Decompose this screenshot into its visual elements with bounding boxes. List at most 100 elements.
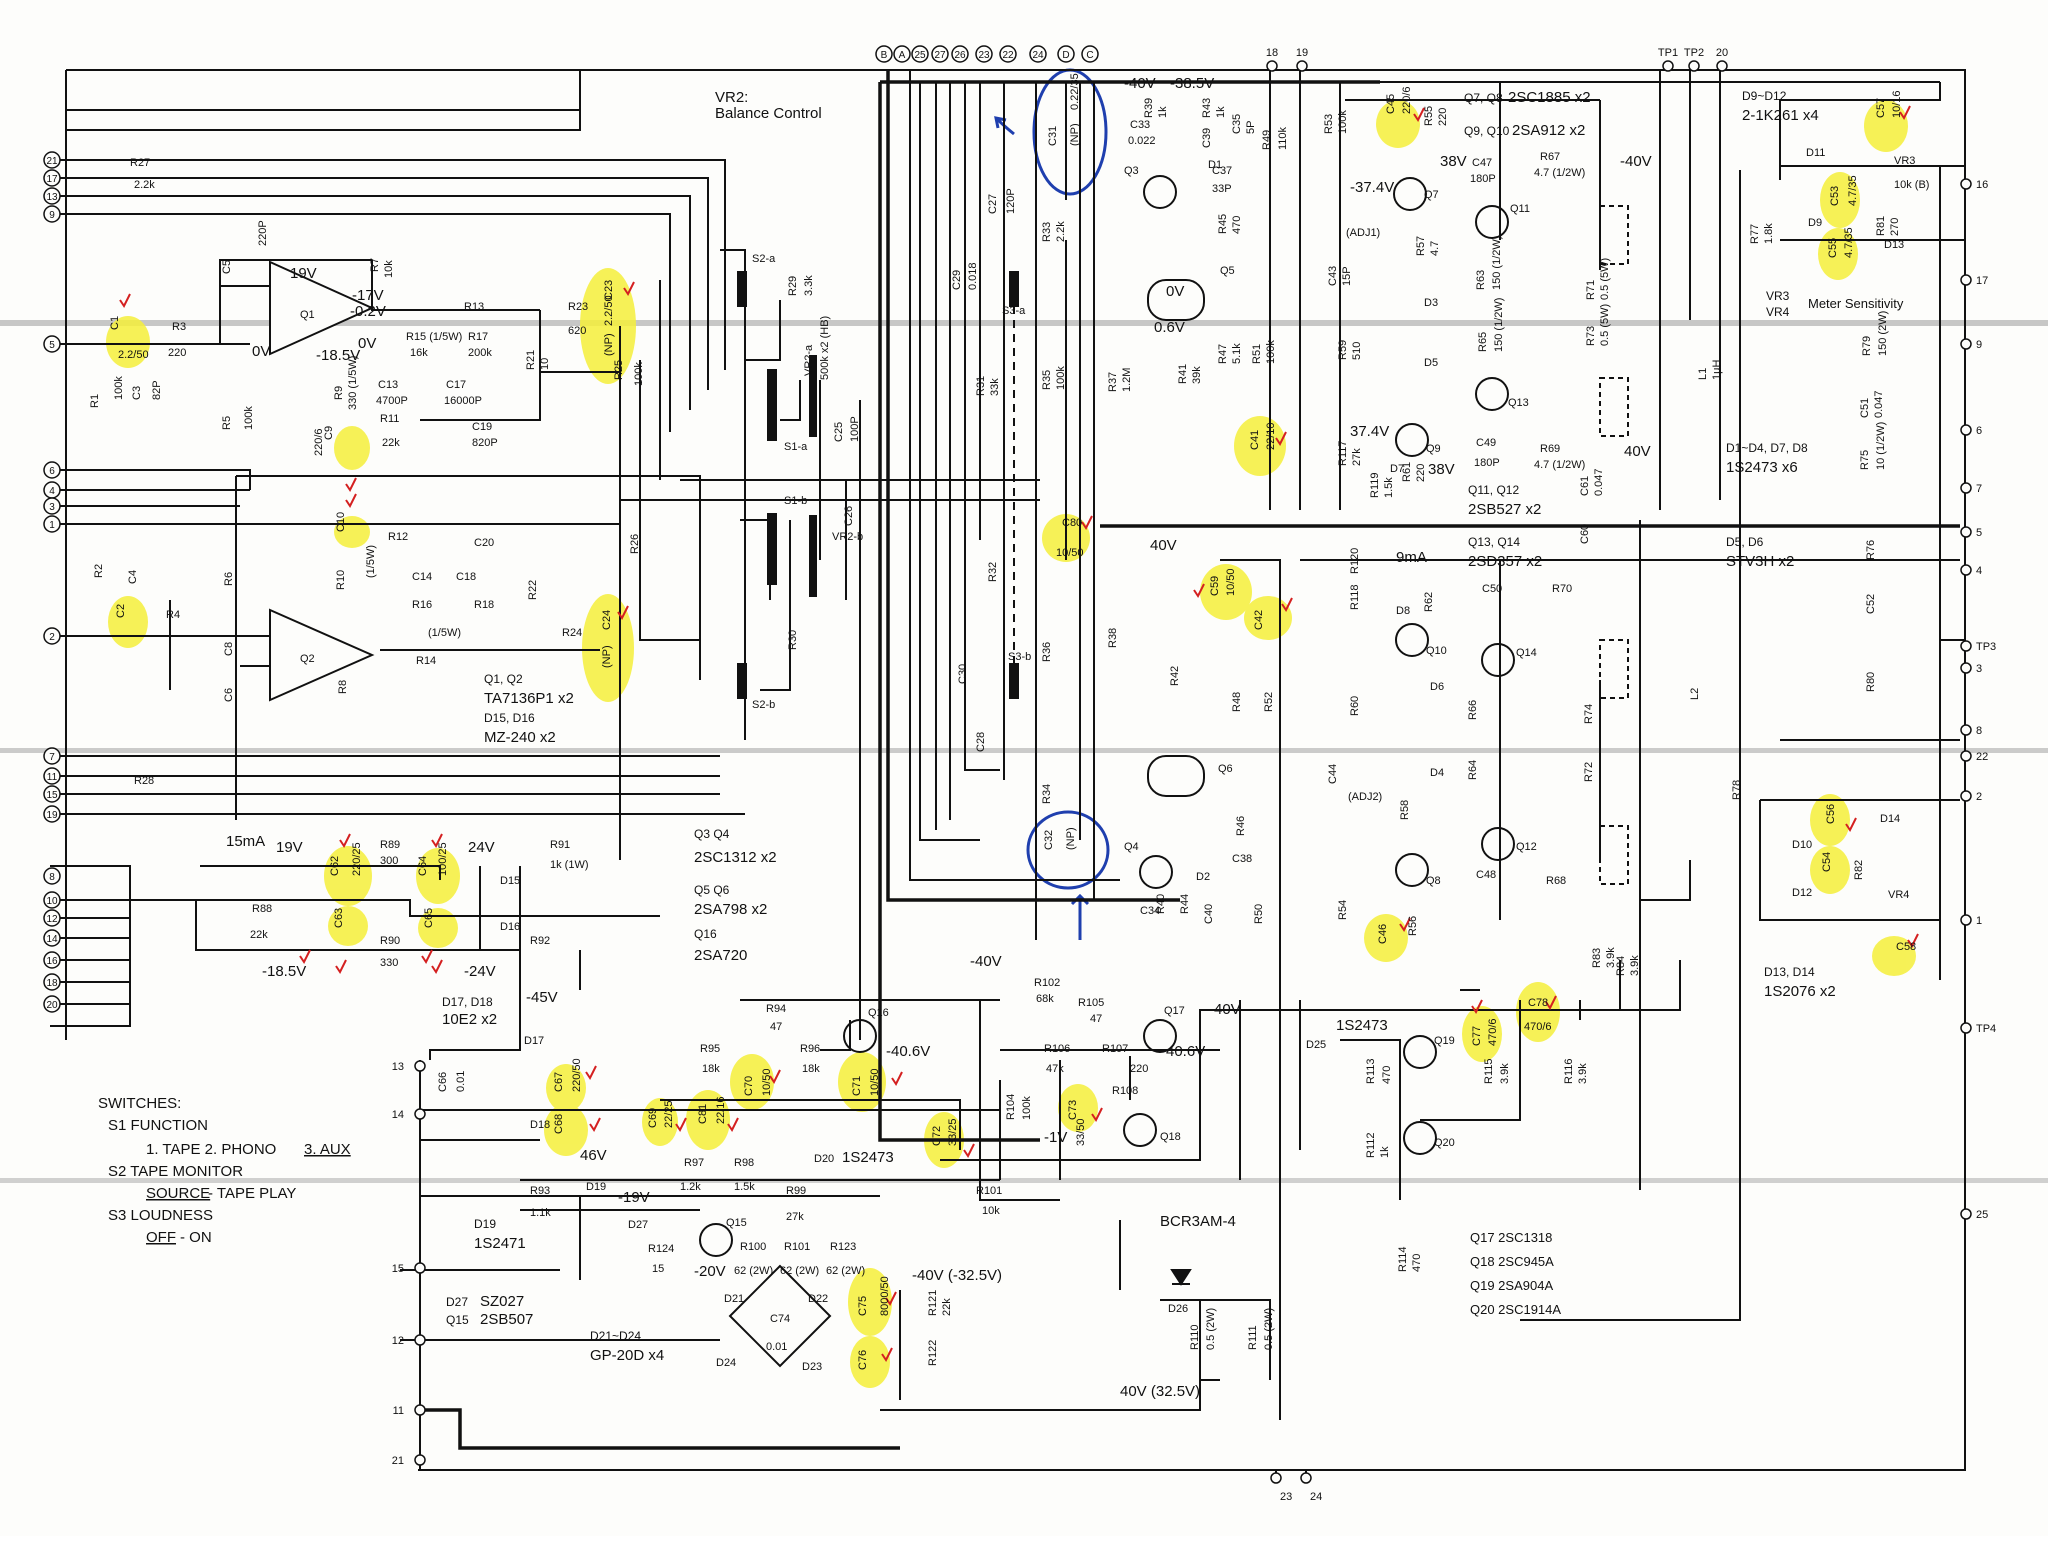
component-r105: R105: [1078, 997, 1104, 1009]
component-r26: R26: [629, 534, 641, 554]
transistor-q18: [1123, 1113, 1157, 1147]
terminal-label: TP4: [1976, 1023, 1996, 1035]
component-r90v: 330: [380, 957, 398, 969]
terminal-15: 15: [43, 785, 61, 803]
component-r77: R77: [1749, 224, 1761, 244]
terminal-21: 21: [43, 151, 61, 169]
terminal-circle: [43, 169, 61, 187]
component-r112v: 1k: [1379, 1146, 1391, 1158]
component-c66v: 0.01: [455, 1071, 467, 1092]
component-d15: D15: [500, 875, 520, 887]
component-r96v: 18k: [802, 1063, 820, 1075]
d27-label: D27: [446, 1295, 468, 1309]
right-terminal: TP4: [1960, 1022, 1996, 1035]
component-r36: R36: [1041, 642, 1053, 662]
blue-circle-c32: [1026, 810, 1110, 890]
volt-19v-b: 19V: [276, 839, 303, 856]
component-r14: R14: [416, 655, 436, 667]
volt-24n: -24V: [464, 963, 496, 980]
component-c4: C4: [127, 570, 139, 584]
component-r33: R33: [1041, 222, 1053, 242]
component-r115: R115: [1483, 1059, 1495, 1084]
component-r118: R118: [1349, 585, 1361, 610]
component-r10w: (1/5W): [365, 545, 377, 578]
component-r96: R96: [800, 1043, 820, 1055]
component-c1v: 2.2/50: [118, 349, 149, 361]
right-terminal: 16: [1960, 178, 1988, 191]
component-r58: R58: [1399, 800, 1411, 820]
terminal-6: 6: [43, 461, 61, 479]
power-terminal: 21: [392, 1454, 426, 1467]
highlight-c64: [416, 848, 460, 904]
component-r42: R42: [1169, 666, 1181, 686]
component-r123: R123: [830, 1241, 856, 1253]
volt-1n: -1V: [1044, 1129, 1067, 1146]
highlight-c58: [1872, 936, 1916, 976]
component-c29v: 0.018: [967, 262, 979, 290]
component-c66: C66: [437, 1072, 449, 1092]
component-d16: D16: [500, 921, 520, 933]
volt-0v-a: 0V: [252, 343, 270, 360]
top-right-terminal: TP1: [1658, 47, 1678, 72]
component-r44: R44: [1179, 894, 1191, 914]
component-c81: C81: [697, 1104, 709, 1124]
component-d19: D19: [586, 1181, 606, 1193]
component-d22: D22: [808, 1293, 828, 1305]
component-r74: R74: [1583, 704, 1595, 724]
terminal-circle: [1960, 564, 1972, 576]
component-c3v: 82P: [151, 380, 163, 400]
component-c43: C43: [1327, 266, 1339, 286]
component-r49v: 110k: [1277, 126, 1289, 150]
component-c64: C64: [417, 856, 429, 876]
component-r91v: 1k (1W): [550, 859, 589, 871]
component-r23v: 620: [568, 325, 586, 337]
component-s3b: S3-b: [1008, 651, 1031, 663]
q3q4-part: 2SC1312 x2: [694, 849, 777, 866]
component-c41: C41: [1249, 430, 1261, 450]
component-c24np: (NP): [601, 645, 613, 668]
component-r105v: 47: [1090, 1013, 1102, 1025]
d9d12-part: 2-1K261 x4: [1742, 107, 1819, 124]
terminal-label: 23: [978, 50, 990, 61]
terminal-circle: [43, 335, 61, 353]
component-d25: D25: [1306, 1039, 1326, 1051]
terminal-18: 18: [43, 973, 61, 991]
component-c45: C45: [1385, 94, 1397, 114]
component-s3a: S3-a: [1002, 305, 1026, 317]
component-q16: Q16: [868, 1007, 889, 1019]
component-q9: Q9: [1426, 443, 1441, 455]
volt-385n: -38.5V: [1170, 75, 1214, 92]
component-r114: R114: [1397, 1247, 1409, 1272]
transistor-q13: [1475, 377, 1509, 411]
component-r57: R57: [1415, 236, 1427, 256]
switch-s2-options-a: SOURCE: [146, 1185, 210, 1202]
terminal-label: 4: [49, 486, 55, 497]
switch-s2-options-b: - TAPE PLAY: [208, 1185, 296, 1202]
component-r68: R68: [1546, 875, 1566, 887]
component-vr3: VR3: [1894, 155, 1915, 167]
component-q12: Q12: [1516, 841, 1537, 853]
vr2-desc: Balance Control: [715, 105, 822, 122]
component-r102v: 68k: [1036, 993, 1054, 1005]
volt-374n: -37.4V: [1350, 179, 1394, 196]
terminal-label: 22: [1976, 751, 1988, 763]
component-r88: R88: [252, 903, 272, 915]
volt-38v-b: 38V: [1428, 461, 1455, 478]
switch-s3-options-a: OFF: [146, 1229, 176, 1246]
switch-s1-options-a: 1. TAPE 2. PHONO: [146, 1141, 276, 1158]
component-q20: Q20: [1434, 1137, 1455, 1149]
terminal-circle: [1662, 60, 1674, 72]
component-r76: R76: [1865, 540, 1877, 560]
component-c31: C31: [1047, 126, 1059, 146]
highlight-c46: [1364, 914, 1408, 962]
component-r7: R7: [369, 258, 381, 272]
right-terminal: 2: [1960, 790, 1982, 803]
terminal-circle: [414, 1262, 426, 1274]
highlight-c2: [108, 596, 148, 648]
component-r121v: 22k: [941, 1298, 953, 1316]
component-c27v: 120P: [1005, 188, 1017, 214]
volt-02n: -0.2V: [350, 303, 386, 320]
component-r80: R80: [1865, 672, 1877, 692]
component-c5v: 220P: [257, 220, 269, 246]
component-r48: R48: [1231, 692, 1243, 712]
